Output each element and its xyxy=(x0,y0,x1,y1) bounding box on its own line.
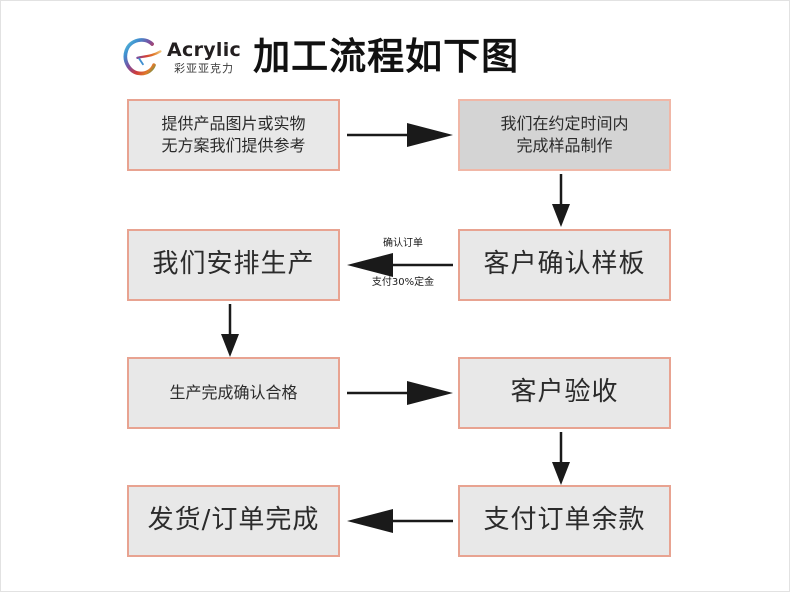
arrow-left-icon xyxy=(345,507,455,535)
flow-node-label: 客户验收 xyxy=(510,377,619,408)
flow-node-production-qualified: 生产完成确认合格 xyxy=(127,357,340,429)
flow-node-provide-product: 提供产品图片或实物 无方案我们提供参考 xyxy=(127,99,340,171)
flow-node-label: 客户确认样板 xyxy=(483,249,646,280)
arrow-label-deposit: 支付30%定金 xyxy=(371,277,435,288)
logo-name-en: Acrylic xyxy=(167,39,242,61)
flow-node-label: 生产完成确认合格 xyxy=(169,383,298,403)
flow-node-customer-confirm-sample: 客户确认样板 xyxy=(458,229,671,301)
flow-node-label: 我们安排生产 xyxy=(152,249,315,280)
acrylic-swirl-logo-icon xyxy=(119,33,165,79)
arrow-down-icon xyxy=(219,302,241,358)
arrow-right-icon xyxy=(345,379,455,407)
arrow-right-icon xyxy=(345,121,455,149)
flow-node-ship-order-complete: 发货/订单完成 xyxy=(127,485,340,557)
logo-wordmark: Acrylic 彩亚亚克力 xyxy=(167,39,242,75)
flow-node-sample-making: 我们在约定时间内 完成样品制作 xyxy=(458,99,671,171)
arrow-left-icon xyxy=(345,251,455,279)
logo-name-cn: 彩亚亚克力 xyxy=(174,62,235,75)
arrow-down-icon xyxy=(550,430,572,486)
page-header: Acrylic 彩亚亚克力 加工流程如下图 xyxy=(119,25,519,87)
arrow-label-confirm-order: 确认订单 xyxy=(383,238,423,249)
flow-node-pay-balance: 支付订单余款 xyxy=(458,485,671,557)
flow-node-label: 支付订单余款 xyxy=(483,505,646,536)
flow-node-label: 发货/订单完成 xyxy=(147,505,320,536)
flow-node-label: 我们在约定时间内 完成样品制作 xyxy=(500,114,629,155)
flow-node-label: 提供产品图片或实物 无方案我们提供参考 xyxy=(161,114,306,155)
page-title: 加工流程如下图 xyxy=(253,34,520,78)
flow-node-customer-acceptance: 客户验收 xyxy=(458,357,671,429)
arrow-down-icon xyxy=(550,172,572,228)
flow-node-arrange-production: 我们安排生产 xyxy=(127,229,340,301)
